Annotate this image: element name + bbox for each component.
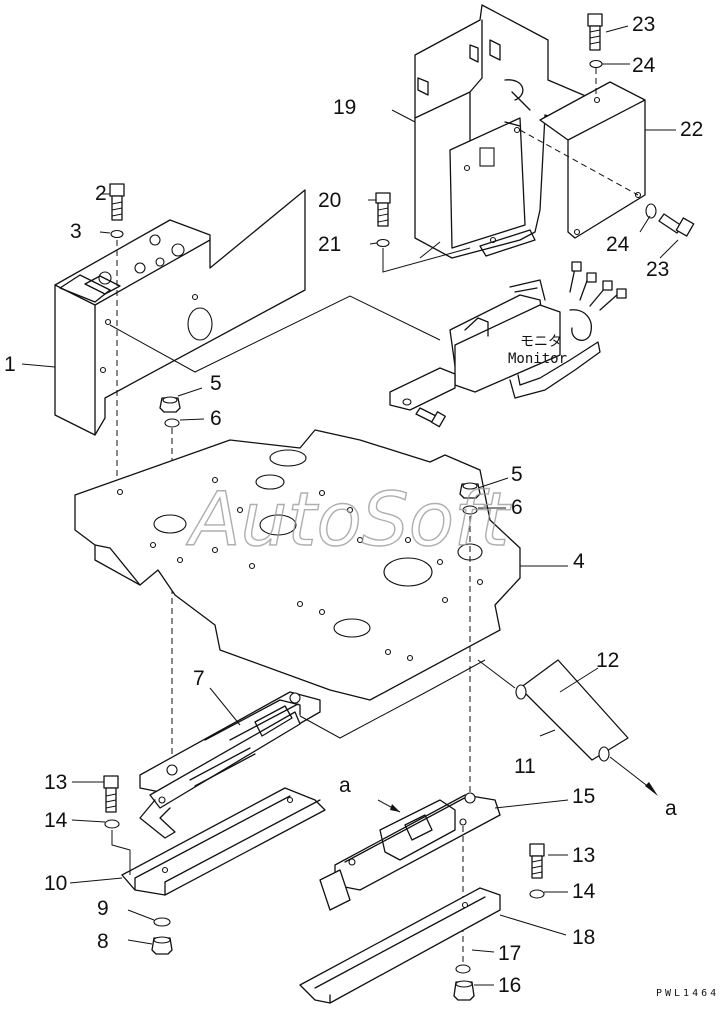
bolt-23-top xyxy=(587,13,603,51)
frame-link-line xyxy=(109,295,441,373)
slide-7-link xyxy=(299,659,486,739)
washer-24-top xyxy=(589,59,603,69)
callout-5-left: 5 xyxy=(210,372,222,395)
callout-24-top: 24 xyxy=(632,54,656,77)
callout-4: 4 xyxy=(573,550,585,573)
monitor-unit: モニタ Monitor xyxy=(389,261,627,428)
washer-3 xyxy=(110,229,124,239)
view-arrow-a xyxy=(377,799,401,813)
bolt-13-right xyxy=(529,843,545,879)
washer-6-left xyxy=(164,418,180,428)
bolt-20 xyxy=(375,192,391,227)
washer-14-right xyxy=(529,889,545,899)
cover-22 xyxy=(519,81,646,239)
callout-21: 21 xyxy=(318,233,341,256)
callout-17: 17 xyxy=(498,942,521,965)
monitor-label-jp: モニタ xyxy=(520,334,562,350)
callout-5-right: 5 xyxy=(511,463,523,486)
nut-8 xyxy=(151,936,173,955)
callout-8: 8 xyxy=(97,930,109,953)
callout-19: 19 xyxy=(333,96,356,119)
monitor-leader xyxy=(419,241,441,259)
washer-24-side xyxy=(645,203,657,219)
callout-16: 16 xyxy=(498,974,521,997)
callout-3: 3 xyxy=(70,220,82,243)
seat-slide-15 xyxy=(319,792,501,911)
callout-20: 20 xyxy=(318,189,341,212)
callout-11: 11 xyxy=(514,755,536,778)
callout-a-upper: a xyxy=(339,774,351,797)
washer-6-right xyxy=(462,505,478,515)
leader-lines xyxy=(21,25,679,986)
callout-7: 7 xyxy=(193,667,205,690)
washer-14-left xyxy=(104,819,120,829)
washer-21 xyxy=(376,238,390,248)
cushion-11-12 xyxy=(477,659,658,796)
callout-13-right: 13 xyxy=(572,844,595,867)
washer-9 xyxy=(153,917,171,927)
callout-a-lower: a xyxy=(665,797,677,820)
callout-10: 10 xyxy=(44,872,67,895)
callout-1: 1 xyxy=(4,353,16,376)
floor-plate-4 xyxy=(74,429,521,701)
callout-23-side: 23 xyxy=(646,258,669,281)
callout-13-left: 13 xyxy=(44,771,67,794)
callout-14-right: 14 xyxy=(572,880,596,903)
callouts: 1 2 3 5 6 5 6 4 7 13 14 10 9 8 a 15 13 1… xyxy=(4,13,703,997)
rail-10 xyxy=(121,787,326,896)
callout-14-left: 14 xyxy=(44,809,68,832)
callout-23-top: 23 xyxy=(632,13,655,36)
leader-14-left xyxy=(111,830,131,875)
monitor-label-en: Monitor xyxy=(508,351,567,367)
bracket-panel-19 xyxy=(414,4,596,259)
bolt-13-left xyxy=(103,775,119,813)
drawing-code: PWL1464 xyxy=(656,988,719,999)
callout-6-right: 6 xyxy=(511,496,523,519)
callout-22: 22 xyxy=(680,118,703,141)
watermark: AutoSoft xyxy=(186,477,512,563)
side-frame-1 xyxy=(54,189,306,436)
callout-6-left: 6 xyxy=(210,407,222,430)
leader-21-link xyxy=(382,247,471,273)
rail-18 xyxy=(299,887,501,1004)
callout-9: 9 xyxy=(97,897,109,920)
bolt-2 xyxy=(109,183,125,221)
nut-5-left xyxy=(159,396,181,413)
callout-12: 12 xyxy=(596,649,619,672)
bolt-23-side xyxy=(658,213,695,237)
washer-17 xyxy=(455,964,471,974)
callout-2: 2 xyxy=(95,182,107,205)
callout-15: 15 xyxy=(572,785,595,808)
seat-slide-7 xyxy=(139,691,321,839)
callout-24-side: 24 xyxy=(606,233,630,256)
nut-5-right xyxy=(459,482,481,499)
callout-18: 18 xyxy=(572,926,595,949)
nut-16 xyxy=(453,980,475,1001)
